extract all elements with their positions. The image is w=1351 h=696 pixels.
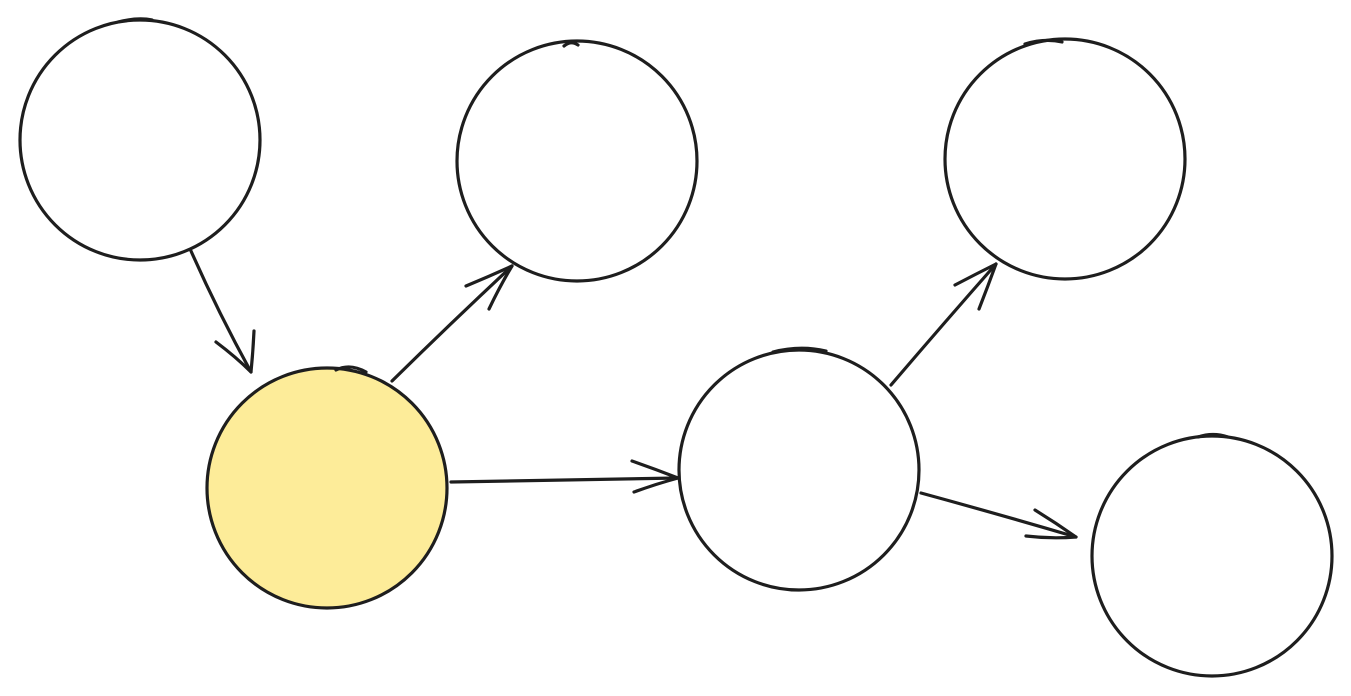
- node-a[interactable]: [18, 18, 262, 262]
- edge-d-to-f[interactable]: [919, 491, 1078, 539]
- arrow-head-c-to-d: [630, 459, 680, 494]
- nodes: [18, 17, 1334, 678]
- node-f-sketch-mark: [1196, 432, 1230, 439]
- arrow-head-d-to-e: [953, 262, 998, 311]
- arrow-head-c-to-b: [464, 264, 514, 311]
- node-f[interactable]: [1090, 434, 1334, 678]
- node-d-sketch-mark: [771, 346, 828, 354]
- node-e-sketch-mark: [1023, 38, 1064, 46]
- node-b-sketch-mark: [562, 41, 580, 48]
- node-d[interactable]: [677, 348, 921, 592]
- arrow-head-a-to-c: [214, 329, 256, 374]
- node-b[interactable]: [455, 39, 699, 283]
- edge-c-to-b[interactable]: [390, 264, 514, 383]
- node-c-highlighted[interactable]: [205, 366, 449, 610]
- node-e[interactable]: [943, 37, 1187, 281]
- node-c-sketch-mark: [334, 365, 368, 374]
- edge-d-to-e[interactable]: [889, 262, 998, 387]
- edge-c-to-d[interactable]: [449, 476, 680, 484]
- node-a-sketch-mark: [116, 17, 154, 24]
- arrow-head-d-to-f: [1024, 508, 1078, 540]
- edge-a-to-c[interactable]: [189, 249, 253, 374]
